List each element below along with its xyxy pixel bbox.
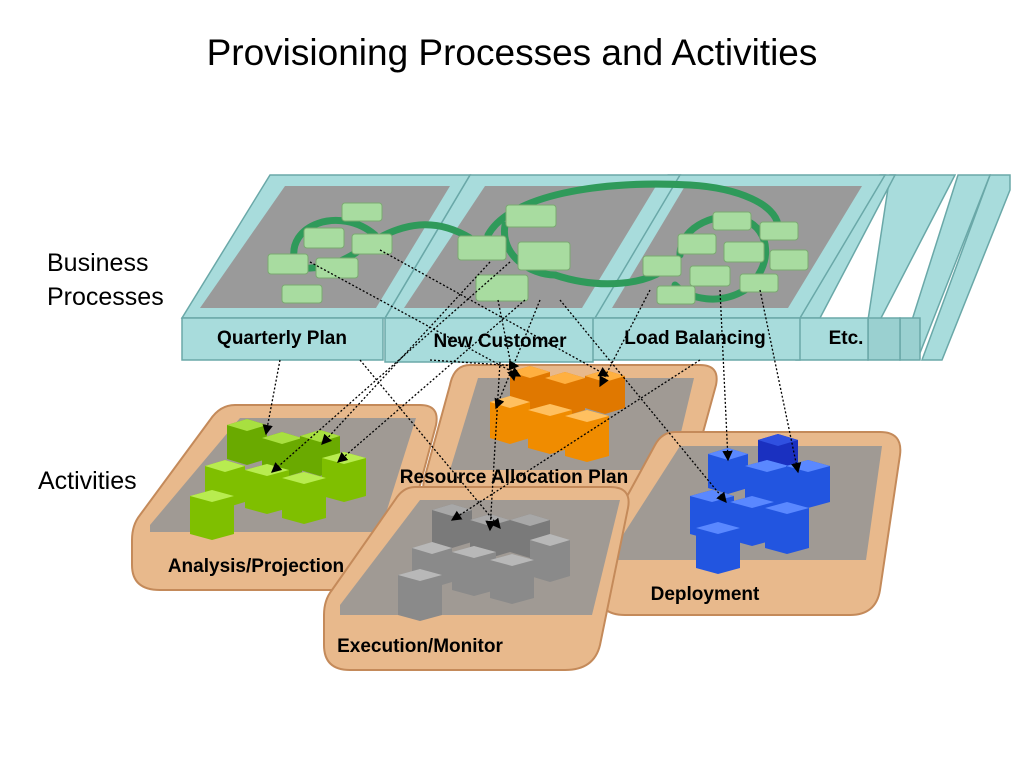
activity-label-resource-allocation: Resource Allocation Plan — [400, 467, 628, 488]
cylinders-analysis-projection — [190, 419, 366, 540]
business-label-line2: Processes — [47, 283, 164, 311]
process-label-etc: Etc. — [829, 328, 864, 349]
business-processes-label: Business Processes — [47, 246, 197, 314]
process-nodes-load-balancing — [642, 211, 809, 305]
activities-label: Activities — [38, 467, 137, 495]
activity-label-analysis-projection: Analysis/Projection — [168, 556, 344, 577]
activity-label-execution-monitor: Execution/Monitor — [337, 636, 503, 657]
process-label-load-balancing: Load Balancing — [624, 328, 765, 349]
cylinders-deployment — [690, 434, 830, 574]
process-label-quarterly-plan: Quarterly Plan — [217, 328, 347, 349]
activity-label-deployment: Deployment — [651, 584, 760, 605]
process-label-new-customer: New Customer — [433, 331, 567, 352]
process-nodes-quarterly-plan — [267, 202, 393, 304]
slide-title: Provisioning Processes and Activities — [206, 32, 818, 73]
process-tray-etc — [795, 174, 1011, 361]
cylinders-execution-monitor — [398, 504, 570, 621]
process-nodes-new-customer — [457, 204, 571, 302]
business-label-line1: Business — [47, 249, 149, 277]
mapping-arrows — [262, 249, 802, 532]
